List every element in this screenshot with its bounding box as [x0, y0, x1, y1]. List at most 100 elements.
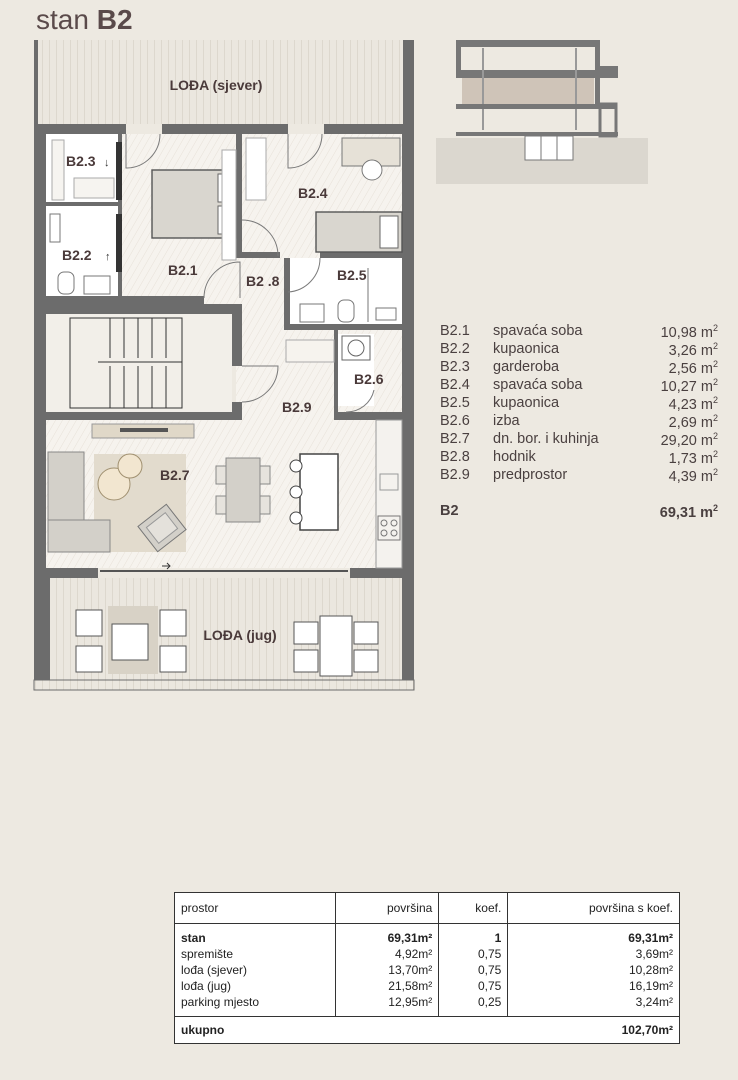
room-row: B2.2 kupaonica 3,26 m2 — [440, 341, 730, 359]
room-row: B2.9 predprostor 4,39 m2 — [440, 467, 730, 485]
cell-koef: 0,75 — [438, 978, 509, 994]
cell-koef: 0,75 — [438, 946, 509, 962]
coffee-table — [97, 467, 131, 501]
dining-set — [215, 457, 271, 523]
total-value: 102,70m² — [507, 1016, 680, 1044]
cell-prostor: spremište — [173, 946, 337, 962]
slide-arrow — [162, 562, 171, 570]
side-table — [117, 453, 143, 479]
desk-chair — [361, 159, 383, 181]
label-b26: B2.6 — [354, 371, 384, 387]
room-area: 4,23 m2 — [668, 395, 718, 413]
sliding-door-b23 — [116, 142, 122, 200]
cell-povrsina-koef: 3,24m² — [507, 994, 680, 1017]
arrow-down-icon: ↓ — [104, 157, 110, 169]
wardrobe-b23 — [51, 139, 65, 201]
cell-prostor: lođa (jug) — [173, 978, 337, 994]
area-summary-table: prostor površina koef. površina s koef. … — [173, 892, 680, 1044]
unit-code: B2 — [96, 4, 133, 35]
label-b27: B2.7 — [160, 467, 190, 483]
room-code: B2.7 — [440, 431, 470, 447]
room-area: 1,73 m2 — [668, 449, 718, 467]
wardrobe-b21 — [221, 149, 237, 261]
label-b24: B2.4 — [298, 185, 328, 201]
room-code: B2.6 — [440, 413, 470, 429]
label-b21: B2.1 — [168, 262, 198, 278]
room-name: hodnik — [493, 449, 536, 465]
col-prostor: prostor — [173, 892, 337, 924]
shoe-cabinet — [285, 339, 335, 363]
kitchen-island — [289, 453, 339, 531]
room-area: 29,20 m2 — [660, 431, 718, 449]
cell-koef: 0,75 — [438, 962, 509, 978]
label-b28: B2 .8 — [246, 273, 280, 289]
cell-koef: 0,25 — [438, 994, 509, 1017]
cell-povrsina-koef: 10,28m² — [507, 962, 680, 978]
room-row: B2.7 dn. bor. i kuhinja 29,20 m2 — [440, 431, 730, 449]
room-area: 3,26 m2 — [668, 341, 718, 359]
label-b23: B2.3 — [66, 153, 96, 169]
room-name: garderoba — [493, 359, 560, 375]
shelf-b23 — [73, 177, 115, 199]
col-koef: koef. — [438, 892, 509, 924]
sofa — [47, 451, 111, 553]
key-plan — [436, 40, 648, 184]
single-bed — [315, 211, 403, 253]
stair-area — [46, 314, 232, 412]
total-code: B2 — [440, 503, 459, 519]
room-area: 10,27 m2 — [660, 377, 718, 395]
cell-povrsina: 69,31m² — [335, 923, 440, 946]
boiler-dial — [347, 339, 365, 357]
total-area: 69,31 m2 — [659, 503, 718, 521]
label-b29: B2.9 — [282, 399, 312, 415]
room-name: predprostor — [493, 467, 568, 483]
total-label: ukupno — [173, 1016, 508, 1044]
arrow-up-icon: ↑ — [105, 251, 111, 263]
room-name: kupaonica — [493, 341, 560, 357]
label-b22: B2.2 — [62, 247, 92, 263]
room-area: 10,98 m2 — [660, 323, 718, 341]
room-name: izba — [493, 413, 520, 429]
room-code: B2.8 — [440, 449, 470, 465]
room-code: B2.2 — [440, 341, 470, 357]
cell-povrsina-koef: 3,69m² — [507, 946, 680, 962]
room-row: B2.8 hodnik 1,73 m2 — [440, 449, 730, 467]
room-code: B2.3 — [440, 359, 470, 375]
floor-plan: LOĐA (sjever) LOĐA (jug) B2.3 B2.2 B2.1 … — [33, 40, 648, 691]
cell-prostor: lođa (sjever) — [173, 962, 337, 978]
cell-povrsina-koef: 69,31m² — [507, 923, 680, 946]
col-povrsina-koef: površina s koef. — [507, 892, 680, 924]
cell-povrsina-koef: 16,19m² — [507, 978, 680, 994]
room-area: 2,69 m2 — [668, 413, 718, 431]
label-b25: B2.5 — [337, 267, 367, 283]
room-name: dn. bor. i kuhinja — [493, 431, 599, 447]
sliding-door-b22 — [116, 214, 122, 272]
cell-koef: 1 — [438, 923, 509, 946]
tv — [120, 428, 168, 432]
cell-povrsina: 12,95m² — [335, 994, 440, 1017]
door-swings — [125, 133, 375, 413]
loggia-table-right — [293, 615, 379, 677]
bathroom-fixtures-b22 — [49, 213, 111, 295]
room-area: 2,56 m2 — [668, 359, 718, 377]
room-name: spavaća soba — [493, 323, 583, 339]
bathroom-fixtures-b25 — [299, 268, 397, 323]
room-code: B2.5 — [440, 395, 470, 411]
room-code: B2.9 — [440, 467, 470, 483]
room-area: 4,39 m2 — [668, 467, 718, 485]
room-name: kupaonica — [493, 395, 560, 411]
loggia-table-left — [75, 606, 187, 674]
label-loggia-south: LOĐA (jug) — [203, 627, 276, 643]
cell-prostor: parking mjesto — [173, 994, 337, 1017]
room-code: B2.4 — [440, 377, 470, 393]
page-title: stan B2 — [36, 4, 133, 35]
kitchen-counter — [375, 419, 403, 569]
